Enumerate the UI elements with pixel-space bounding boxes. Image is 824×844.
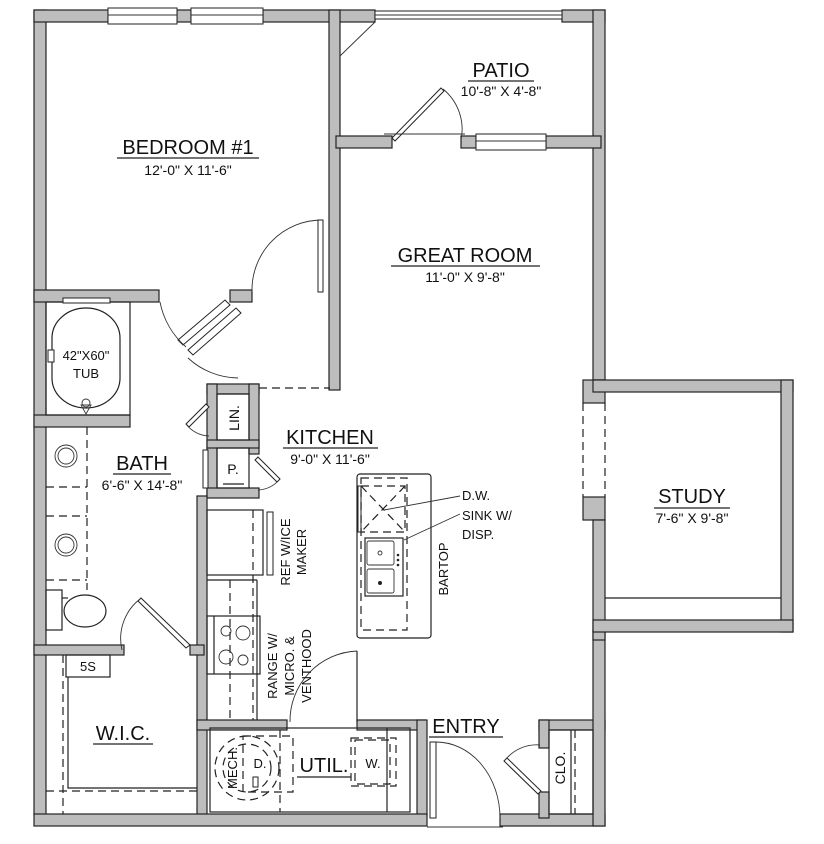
shelf-5s [65,654,111,678]
wall-wic-top-1 [33,644,125,656]
bedroom-door[interactable] [159,219,324,379]
sink-icon [54,533,78,557]
wall-top-mullion [176,9,192,23]
toilet-tank [45,589,63,631]
dryer-icon [242,735,294,793]
window-bedroom-2 [190,7,264,25]
washer-icon [350,737,397,787]
wall-util-right [416,719,428,817]
range-label-2: MICRO. & [282,636,297,696]
wall-study-left [592,519,606,641]
range-icon [206,615,261,675]
patio-dims: 10'-8" X 4'-8" [461,83,542,99]
bath-dims: 6'-6" X 14'-8" [102,477,183,493]
tub-label: TUB [73,366,99,381]
bedroom-name: BEDROOM #1 [122,137,253,159]
wic-name: W.I.C. [96,723,150,745]
sink-icon [54,444,78,468]
wall-study-bottom [592,619,794,633]
ref-label-2: MAKER [294,529,309,575]
room-labels: BEDROOM #1 12'-0" X 11'-6" PATIO 10'-8" … [93,60,730,778]
wall-top-2 [262,9,376,23]
wall-bottom-1 [33,813,428,827]
wall-kitchen-left [196,495,208,817]
bartop-label: BARTOP [436,543,451,596]
pantry-door[interactable] [254,456,281,491]
pantry-label: P. [227,461,238,477]
util-name: UTIL. [300,755,349,777]
kitchen-dims: 9'-0" X 11'-6" [290,451,370,467]
dishwasher-icon [360,485,406,533]
sink-label-2: DISP. [462,527,494,542]
wall-pantry-bottom [206,487,260,499]
wic-door[interactable] [120,597,191,651]
wall-util-top-1 [196,719,288,731]
entry-door[interactable] [427,741,503,828]
sink-label-1: SINK W/ [462,508,512,523]
wall-bedroom-right [328,9,341,391]
wall-wic-top-2 [189,644,205,656]
kitchen-sink-icon [364,537,404,597]
wall-lin-mid [206,439,260,449]
kitchen-name: KITCHEN [286,427,374,449]
washer-label: W. [365,756,380,771]
wall-clo-left-a [538,719,550,749]
great-room-name: GREAT ROOM [398,245,533,267]
linen-closet [216,393,250,441]
bath-name: BATH [116,453,168,475]
wall-bedroom-door-jamb [229,289,253,303]
toilet-icon [63,594,107,628]
patio-name: PATIO [472,60,529,82]
bedroom-dims: 12'-0" X 11'-6" [144,162,231,178]
wall-study-jamb-bottom [582,496,606,521]
range-label-3: VENTHOOD [299,629,314,703]
closet-label: CLO. [552,752,568,785]
study-name: STUDY [658,486,726,508]
wall-right-upper [592,9,606,381]
wall-patio-bottom-2 [460,135,477,149]
window-great-room [475,133,547,151]
wall-patio-bottom-1 [335,135,393,149]
wall-study-top [592,379,794,393]
pantry-closet [216,447,250,489]
dw-label: D.W. [462,488,490,503]
shelf-label: 5S [80,659,96,674]
wall-bottom-2 [499,813,606,827]
wall-study-right [780,379,794,633]
wall-top-1 [33,9,109,23]
util-room [209,727,411,813]
window-bedroom-1 [107,7,178,25]
kitchen-island [356,473,432,639]
linen-door[interactable] [185,403,210,437]
windows [107,7,563,151]
wall-tub-bottom [33,414,131,428]
ref-label-1: REF W/ICE [278,518,293,585]
wall-right-lower [592,629,606,827]
study-dims: 7'-6" X 9'-8" [656,510,729,526]
wall-left [33,9,47,816]
tub-size-label: 42"X60" [63,348,110,363]
fixtures: 42"X60" TUB LIN. P. REF W/ICE MAKER [45,297,781,815]
util-door[interactable] [289,650,358,723]
patio-door[interactable] [384,87,465,142]
linen-label: LIN. [226,405,242,431]
walls [33,9,794,827]
dryer-label: D. [254,756,267,771]
wall-clo-left-b [538,791,550,819]
great-room-dims: 11'-0" X 9'-8" [425,269,505,285]
wall-patio-bottom-3 [545,135,602,149]
doors [120,21,542,828]
range-label-1: RANGE W/ [265,633,280,699]
closet-door[interactable] [503,744,542,795]
entry-name: ENTRY [432,716,499,738]
refrigerator-icon [206,509,264,576]
mech-label: MECH. [225,747,240,789]
